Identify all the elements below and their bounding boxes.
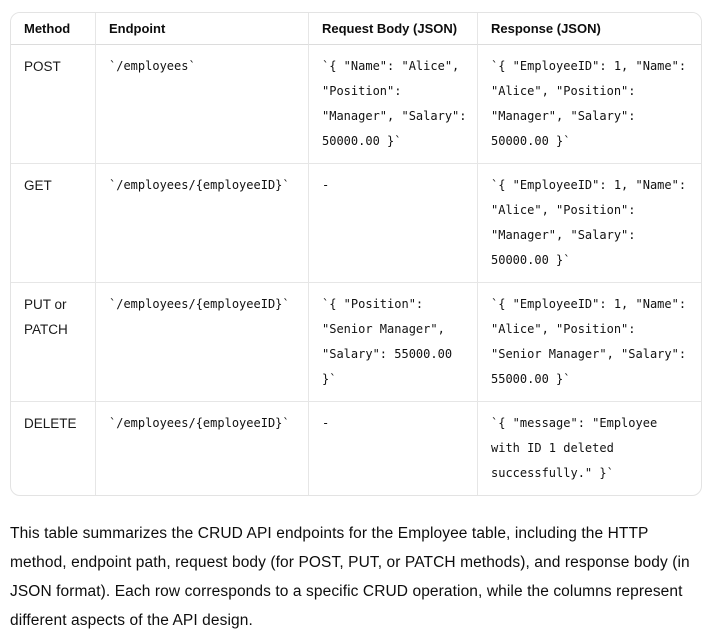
header-endpoint: Endpoint xyxy=(96,13,309,45)
response-cell: `{ "message": "Employee with ID 1 delete… xyxy=(491,416,658,480)
method-cell: DELETE xyxy=(11,402,96,495)
endpoint-cell: `/employees/{employeeID}` xyxy=(96,283,309,402)
endpoint-cell: `/employees/{employeeID}` xyxy=(96,402,309,495)
table-row: PUT or PATCH `/employees/{employeeID}` `… xyxy=(11,283,701,402)
response-cell: `{ "EmployeeID": 1, "Name": "Alice", "Po… xyxy=(478,164,701,283)
table-row: POST `/employees` `{ "Name": "Alice", "P… xyxy=(11,45,701,164)
table: Method Endpoint Request Body (JSON) Resp… xyxy=(11,13,701,495)
crud-api-table: Method Endpoint Request Body (JSON) Resp… xyxy=(10,12,702,496)
table-description: This table summarizes the CRUD API endpo… xyxy=(10,525,690,629)
request-body-cell: - xyxy=(309,164,478,283)
response-cell: `{ "EmployeeID": 1, "Name": "Alice", "Po… xyxy=(478,45,701,164)
table-row: DELETE `/employees/{employeeID}` - `{ "m… xyxy=(11,402,701,495)
endpoint-cell: `/employees` xyxy=(96,45,309,164)
request-body-cell: `{ "Name": "Alice", "Position": "Manager… xyxy=(309,45,478,164)
header-response: Response (JSON) xyxy=(478,13,701,45)
response-cell: `{ "EmployeeID": 1, "Name": "Alice", "Po… xyxy=(478,283,701,402)
method-cell: POST xyxy=(11,45,96,164)
table-row: GET `/employees/{employeeID}` - `{ "Empl… xyxy=(11,164,701,283)
header-method: Method xyxy=(11,13,96,45)
table-header-row: Method Endpoint Request Body (JSON) Resp… xyxy=(11,13,701,45)
method-cell: GET xyxy=(11,164,96,283)
request-body-cell: `{ "Position": "Senior Manager", "Salary… xyxy=(309,283,478,402)
endpoint-cell: `/employees/{employeeID}` xyxy=(96,164,309,283)
header-request-body: Request Body (JSON) xyxy=(309,13,478,45)
method-cell: PUT or PATCH xyxy=(11,283,96,402)
request-body-cell: - xyxy=(309,402,478,495)
